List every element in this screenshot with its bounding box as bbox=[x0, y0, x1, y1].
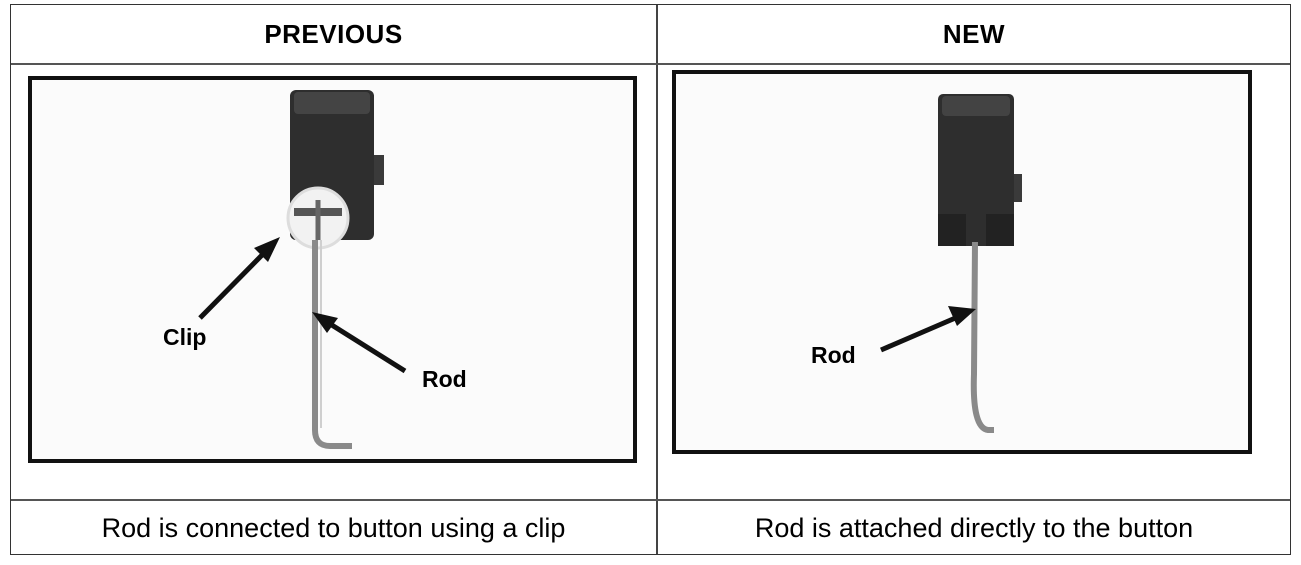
rod-arrow bbox=[327, 322, 405, 371]
button-foot-right bbox=[986, 214, 1014, 246]
previous-caption: Rod is connected to button using a clip bbox=[11, 501, 656, 556]
rod bbox=[974, 242, 994, 430]
new-header: NEW bbox=[658, 5, 1290, 63]
clip-label: Clip bbox=[163, 324, 206, 351]
header-divider bbox=[11, 63, 1290, 65]
button-cap bbox=[294, 92, 370, 114]
new-caption: Rod is attached directly to the button bbox=[658, 501, 1290, 556]
rod-label: Rod bbox=[422, 366, 467, 393]
button-side-tab bbox=[1014, 174, 1022, 202]
previous-photo: Clip Rod bbox=[28, 76, 637, 463]
rod-arrow bbox=[881, 316, 960, 350]
new-button-illustration bbox=[676, 74, 1248, 450]
column-divider bbox=[656, 5, 658, 554]
button-cap bbox=[942, 96, 1010, 116]
button-side-tab bbox=[374, 155, 384, 185]
button-foot-left bbox=[938, 214, 966, 246]
new-photo: Rod bbox=[672, 70, 1252, 454]
previous-header: PREVIOUS bbox=[11, 5, 656, 63]
clip-arrow bbox=[200, 250, 267, 318]
previous-button-illustration bbox=[32, 80, 633, 459]
rod-label: Rod bbox=[811, 342, 856, 369]
